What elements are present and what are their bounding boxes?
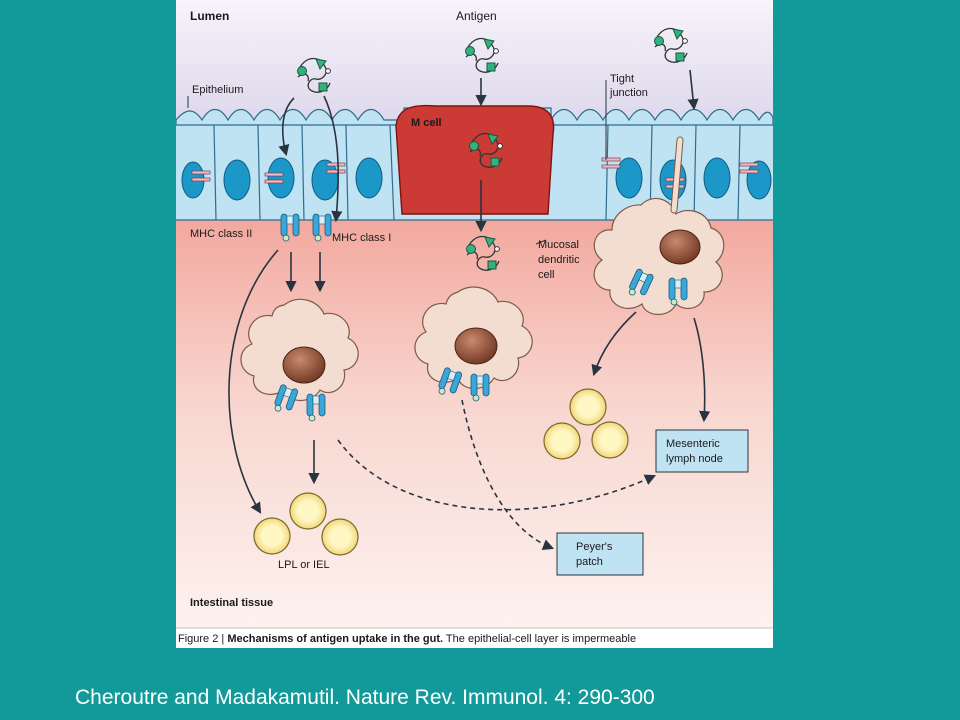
mesenteric-label-1: Mesenteric (666, 438, 720, 450)
mhc-class-ii-label: MHC class II (190, 228, 252, 240)
dendritic-cell-middle (414, 286, 533, 402)
tight-junction-label-1: Tight (610, 73, 634, 85)
figure-caption: Figure 2 | Mechanisms of antigen uptake … (178, 633, 636, 645)
lymphocytes-lpl-iel (253, 492, 359, 556)
mucosal-dc-label-1: Mucosal (538, 239, 579, 251)
mesenteric-lymph-node-box (655, 429, 749, 473)
epithelium-label: Epithelium (192, 84, 243, 96)
m-cell (395, 104, 555, 215)
mucosal-dc-label-2: dendritic (538, 254, 580, 266)
lpl-iel-label: LPL or IEL (278, 559, 330, 571)
peyers-patch-box (556, 532, 644, 576)
caption-title: Mechanisms of antigen uptake in the gut. (227, 633, 443, 645)
antigen-label: Antigen (456, 9, 497, 23)
antigen-uptake-figure: Lumen Antigen Epithelium Tight junction … (176, 0, 773, 648)
tight-junction-label-2: junction (609, 87, 648, 99)
mucosal-dendritic-cell (593, 136, 725, 316)
peyers-patch-label-1: Peyer's (576, 541, 613, 553)
lymphocytes-mesenteric (543, 388, 629, 460)
citation-text: Cheroutre and Madakamutil. Nature Rev. I… (75, 686, 655, 709)
peyers-patch-label-2: patch (576, 556, 603, 568)
mucosal-dc-label-3: cell (538, 269, 555, 281)
intestinal-tissue-label: Intestinal tissue (190, 597, 273, 609)
caption-text: The epithelial-cell layer is impermeable (443, 633, 636, 645)
caption-prefix: Figure 2 | (178, 633, 227, 645)
mesenteric-label-2: lymph node (666, 453, 723, 465)
lumen-label: Lumen (190, 9, 229, 23)
m-cell-label: M cell (411, 117, 442, 129)
dendritic-cell-left (240, 298, 359, 422)
mhc-class-i-label: MHC class I (332, 232, 391, 244)
